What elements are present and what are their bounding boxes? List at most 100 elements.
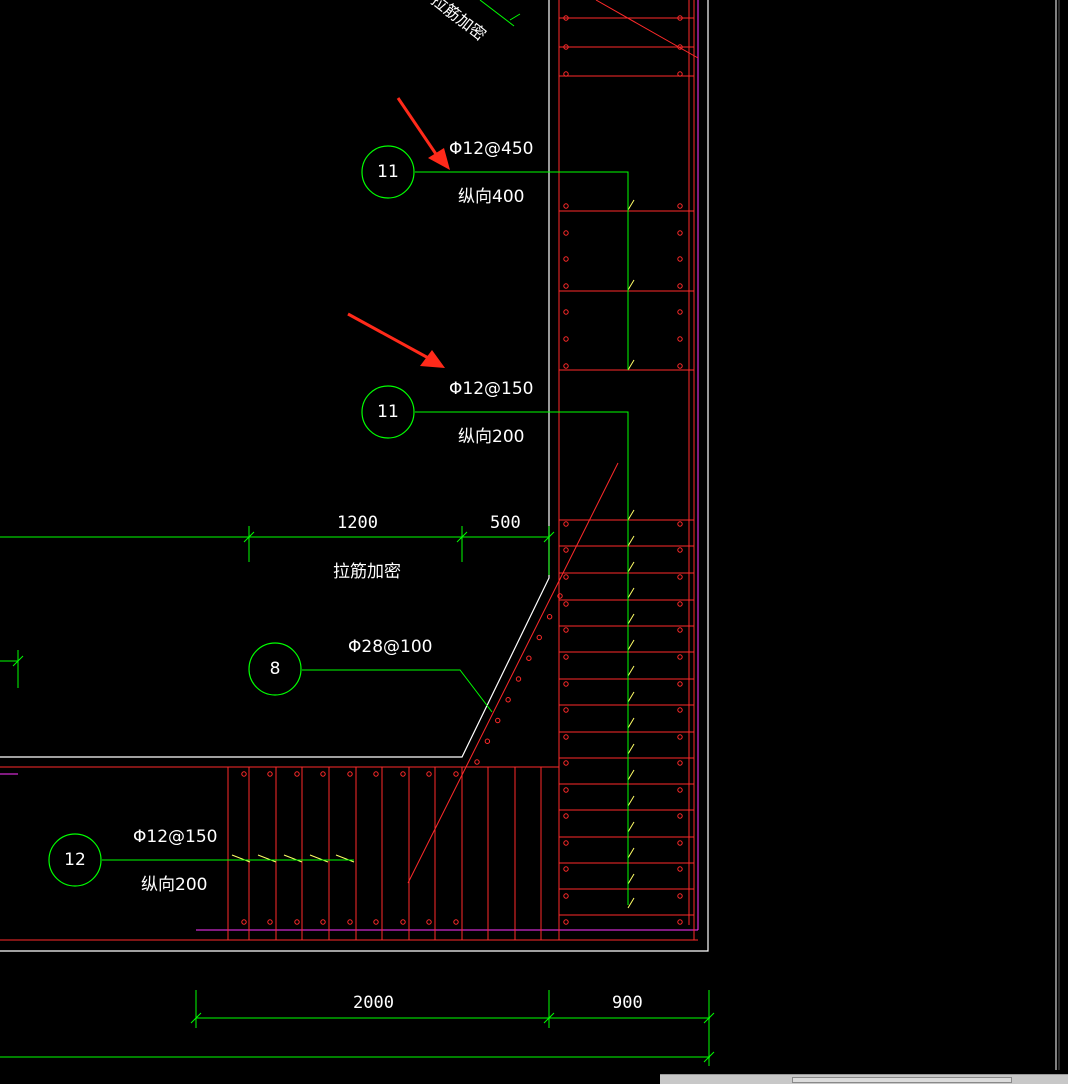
rebar-dot [677,787,683,793]
rebar-dot [563,893,569,899]
rebar-dot [563,787,569,793]
tie-marks [231,199,635,909]
rebar-dot [474,759,480,765]
bubble-8[interactable]: 8 [248,642,302,696]
rebar-dot [267,771,273,777]
rebar-dot [677,813,683,819]
bubble-11a-long: 纵向400 [458,187,524,207]
rebar-dot [453,919,459,925]
bubble-12[interactable]: 12 [48,833,102,887]
tie-mark [627,897,635,909]
rebar-dot [563,336,569,342]
rebar-dot [373,919,379,925]
rebar-dot [241,771,247,777]
rebar-dot [677,654,683,660]
bubble-12-long: 纵向200 [141,875,207,895]
dim-900: 900 [612,993,643,1013]
rebar-dot [426,919,432,925]
rebar-dot [400,771,406,777]
bubble-12-number: 12 [64,850,86,870]
rebar-dot [426,771,432,777]
rebar-diagonal [595,0,699,59]
rebar-dot [563,256,569,262]
rebar-dot [563,760,569,766]
tie-mark [257,854,277,863]
rebar-dot [400,919,406,925]
tie-mark [627,665,635,677]
rebar-dot [505,697,511,703]
tie-mark [627,821,635,833]
rebar-dot [677,15,683,21]
tie-mark [627,509,635,521]
rebar-diagonal [407,462,619,884]
bubble-8-number: 8 [270,659,281,679]
rebar-dot [515,676,522,682]
tie-mark [627,561,635,573]
tie-mark [627,279,635,291]
rebar-dot [677,44,683,50]
rebar-dot [677,627,683,633]
rebar-dot [267,919,273,925]
rebar-dot [453,771,459,777]
tie-mark [627,587,635,599]
tie-mark [627,639,635,651]
rebar-dot [677,547,683,553]
rebar-dot [320,919,326,925]
rebar-dot [484,738,491,744]
rebar-dot [677,866,683,872]
tie-mark [627,613,635,625]
bubble-11b[interactable]: 11 [361,385,415,439]
rebar-dot [677,521,683,527]
rebar-dot [495,717,501,724]
rebar-dot [546,614,553,620]
top-partial-label: 拉筋加密 [428,0,490,45]
rebar-dot [563,283,569,289]
rebar-dot [563,521,569,527]
tie-mark [627,717,635,729]
rebar-dot [563,919,569,925]
tie-mark [627,847,635,859]
rebar-dot [677,601,683,607]
wall-outline-outer [0,0,709,952]
bubble-12-spec: Φ12@150 [133,827,217,847]
rebar-dot [563,309,569,315]
rebar-dot [677,256,683,262]
rebar-dot [241,919,247,925]
rebar-dots [241,15,683,925]
rebar-dot [563,654,569,660]
rebar-dot [563,203,569,209]
tie-mark [627,873,635,885]
tie-mark [309,854,329,863]
rebar-dot [677,336,683,342]
red-arrow-upper [396,97,450,170]
rebar-dot [294,919,300,925]
rebar-dot [563,866,569,872]
tie-mark [283,854,303,863]
rebar-dot [563,44,569,50]
rebar-dot [677,203,683,209]
rebar-dot [563,547,569,553]
bubble-11b-spec: Φ12@150 [449,379,533,399]
rebar-dot [677,893,683,899]
bubble-8-spec: Φ28@100 [348,637,432,657]
rebar-dot [677,309,683,315]
tie-mark [627,535,635,547]
rebar-dot [526,655,532,661]
tie-mark [627,359,635,371]
rebar-dot [677,919,683,925]
rebar-dot [294,771,300,777]
bubble-11b-long: 纵向200 [458,427,524,447]
tie-mark [627,199,635,211]
rebar-dot [563,363,569,369]
rebar-red [0,0,699,941]
bubble-11a[interactable]: 11 [361,145,415,199]
tie-mark [231,854,251,863]
rebar-dot [563,840,569,846]
rebar-dot [677,230,683,236]
rebar-dot [563,601,569,607]
rebar-dot [320,771,326,777]
rebar-dot [563,681,569,687]
tie-mark [627,795,635,807]
status-bar-segment [792,1077,1012,1083]
